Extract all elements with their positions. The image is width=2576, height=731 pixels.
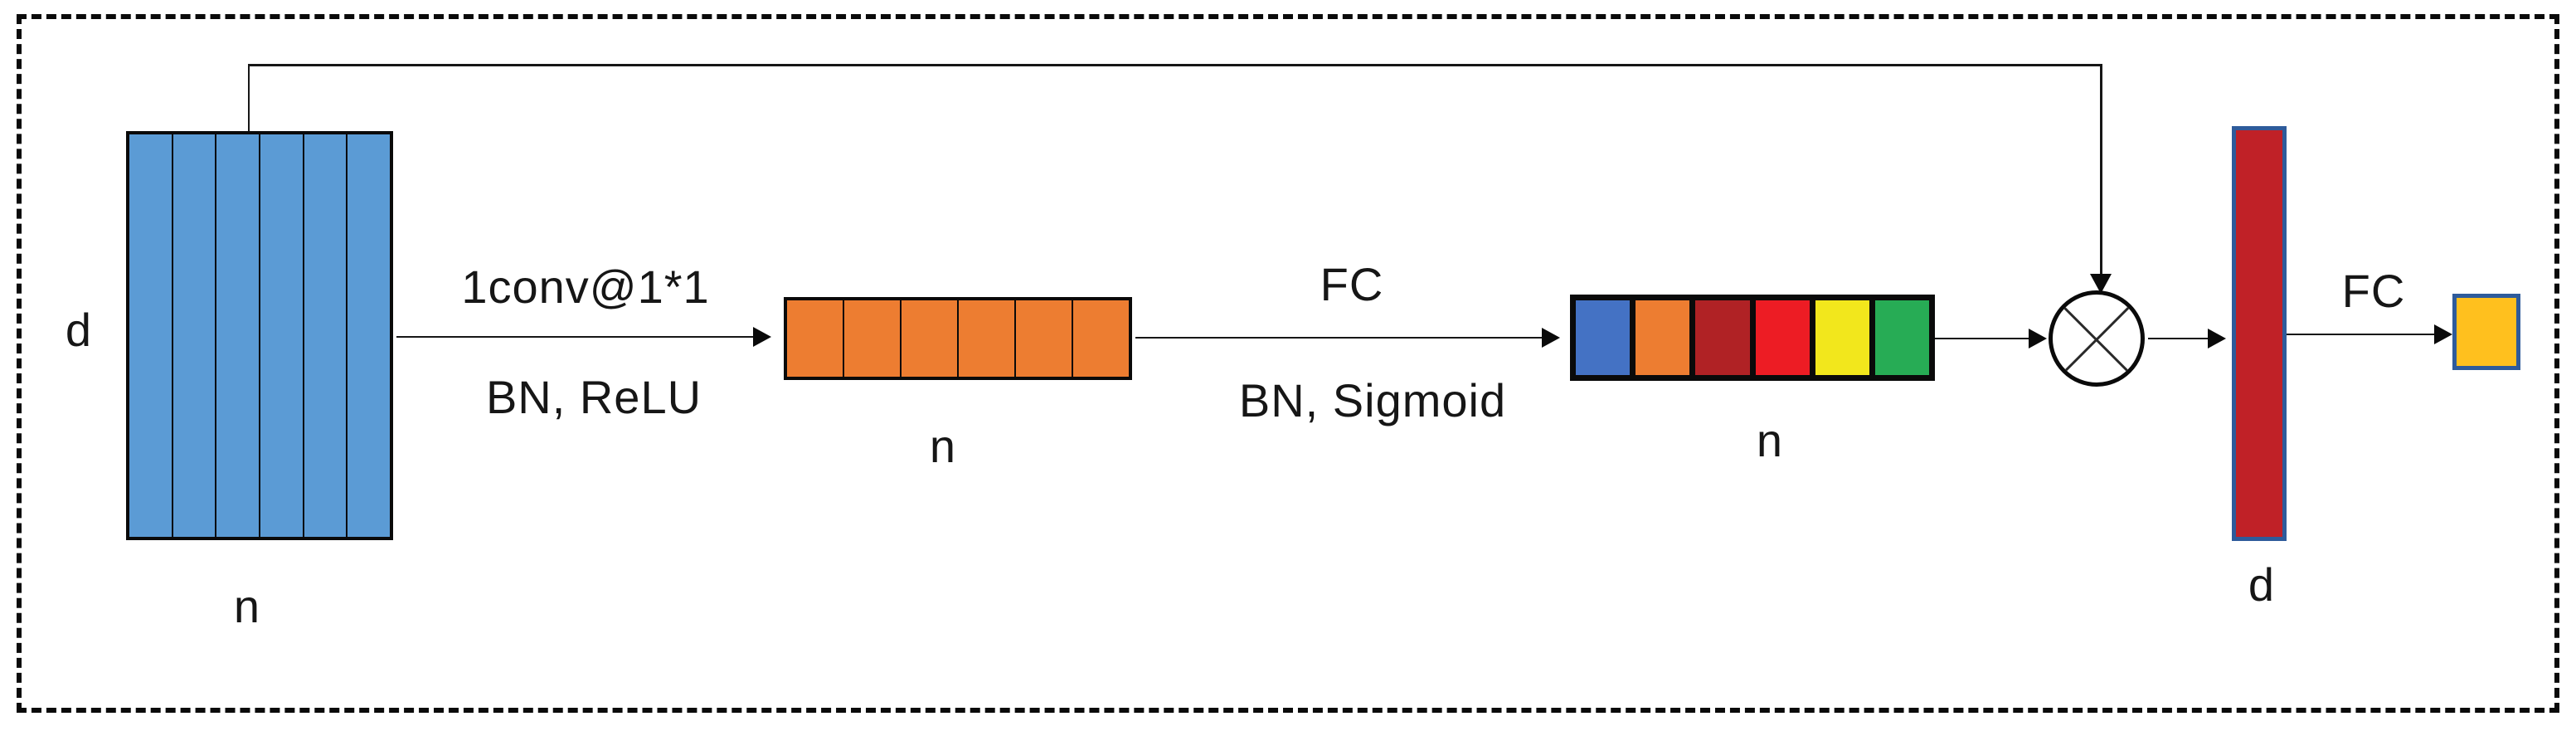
weights-to-multiply-line — [1935, 338, 2031, 339]
multiply-icon — [2049, 290, 2145, 387]
label-fc2: FC — [2341, 265, 2406, 317]
weight-bar — [1570, 295, 1935, 381]
fc2-arrow-line — [2287, 334, 2434, 335]
matrix-column — [171, 134, 216, 537]
label-conv: 1conv@1*1 — [461, 261, 710, 313]
label-bn-relu: BN, ReLU — [485, 371, 702, 423]
squeeze-bar — [784, 297, 1132, 380]
weight-cell — [1815, 300, 1869, 375]
skip-connection-up-line — [248, 65, 250, 131]
weight-cell — [1874, 300, 1930, 375]
squeeze-cell — [1072, 300, 1129, 377]
fc-arrow-line — [1135, 337, 1542, 339]
matrix-column — [259, 134, 303, 537]
matrix-column — [346, 134, 391, 537]
conv-arrow-line — [396, 336, 753, 338]
multiply-to-output-line — [2148, 338, 2208, 339]
squeeze-cell — [787, 300, 843, 377]
weight-cell — [1576, 300, 1631, 375]
fc2-arrowhead-icon — [2434, 324, 2452, 344]
weights-to-multiply-arrowhead-icon — [2029, 329, 2047, 348]
matrix-column — [302, 134, 347, 537]
input-feature-matrix — [126, 131, 393, 540]
matrix-column — [215, 134, 260, 537]
label-fc: FC — [1320, 258, 1384, 310]
dashed-frame — [17, 14, 2559, 713]
weight-cell — [1695, 300, 1750, 375]
squeeze-cell — [900, 300, 957, 377]
squeeze-cell — [957, 300, 1014, 377]
label-weights-n: n — [1756, 414, 1784, 466]
label-squeeze-n: n — [929, 420, 957, 472]
label-input-cols-n: n — [233, 580, 261, 632]
output-cell — [2452, 294, 2520, 370]
weight-cell — [1755, 300, 1810, 375]
squeeze-cell — [1014, 300, 1072, 377]
squeeze-cell — [843, 300, 900, 377]
multiply-to-output-arrowhead-icon — [2208, 329, 2226, 348]
skip-connection-top-line — [248, 64, 2102, 66]
label-bn-sigmoid: BN, Sigmoid — [1238, 374, 1507, 426]
conv-arrowhead-icon — [753, 327, 771, 347]
label-output-d: d — [2248, 558, 2276, 611]
output-bar — [2232, 126, 2287, 541]
fc-arrowhead-icon — [1542, 328, 1560, 348]
label-input-rows-d: d — [65, 304, 93, 356]
matrix-column — [129, 134, 172, 537]
skip-connection-down-line — [2100, 64, 2102, 275]
weight-cell — [1636, 300, 1690, 375]
